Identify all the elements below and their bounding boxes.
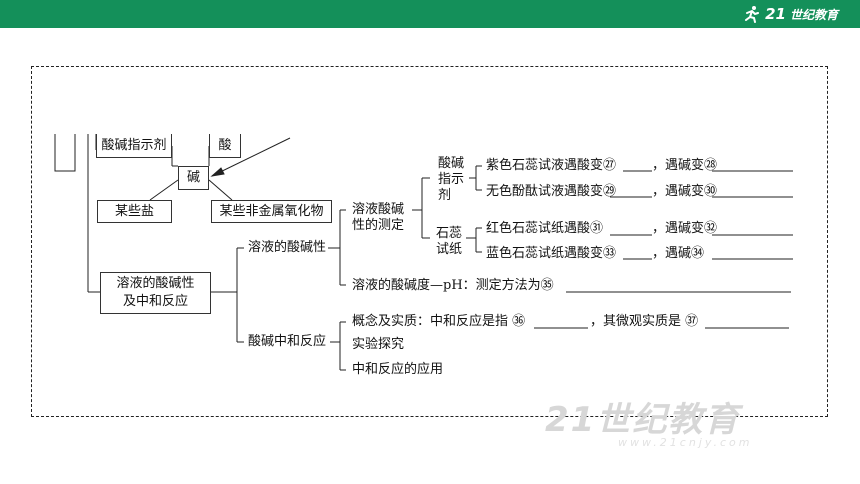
application-item: 中和反应的应用	[352, 362, 444, 377]
question-27: 紫色石蕊试液遇酸变㉗	[486, 158, 617, 173]
question-28: ，遇碱变㉘	[652, 158, 718, 173]
question-31: 红色石蕊试纸遇酸㉛	[486, 221, 604, 236]
question-30: ，遇碱变㉚	[652, 184, 718, 199]
main-topic-line1: 溶液的酸碱性	[116, 276, 195, 291]
litmus-node-line2: 试纸	[436, 242, 463, 257]
indicator-node-line3: 剂	[438, 188, 452, 203]
neutralization-node: 酸碱中和反应	[248, 334, 327, 349]
runner-icon	[745, 6, 760, 23]
main-topic-line2: 及中和反应	[122, 294, 188, 309]
question-32: ，遇碱变㉜	[652, 221, 718, 236]
base-box: 碱	[178, 166, 209, 190]
measure-node-line2: 性的测定	[352, 218, 405, 233]
question-33: 蓝色石蕊试纸遇酸变㉝	[486, 246, 617, 261]
salt-box: 某些盐	[97, 200, 172, 223]
diagram-frame	[31, 66, 828, 417]
acidity-node: 溶液的酸碱性	[248, 240, 327, 255]
question-35: 溶液的酸碱度—pH：测定方法为㉟	[352, 278, 554, 293]
oxide-box: 某些非金属氧化物	[211, 200, 332, 223]
indicator-box: 酸碱指示剂	[96, 134, 172, 158]
indicator-node-line2: 指示	[438, 172, 465, 187]
main-topic-box: 溶液的酸碱性 及中和反应	[100, 272, 211, 314]
question-34: ，遇碱㉞	[652, 246, 705, 261]
question-37: ，其微观实质是 ㊲	[590, 314, 699, 329]
question-29: 无色酚酞试液遇酸变㉙	[486, 184, 617, 199]
logo-text: 世纪教育	[789, 7, 838, 22]
measure-node-line1: 溶液酸碱	[352, 202, 405, 217]
brand-logo: 21 世纪教育	[743, 4, 838, 24]
top-banner: 21 世纪教育	[0, 0, 860, 28]
litmus-node-line1: 石蕊	[436, 226, 463, 241]
watermark-logo: 21世纪教育	[545, 400, 741, 440]
question-36: 概念及实质：中和反应是指 ㊱	[352, 314, 526, 329]
experiment-item: 实验探究	[352, 337, 405, 352]
indicator-node-line1: 酸碱	[438, 156, 465, 171]
watermark-url: www.21cnjy.com	[618, 436, 753, 449]
acid-box: 酸	[209, 134, 241, 158]
logo-number: 21	[765, 5, 786, 23]
